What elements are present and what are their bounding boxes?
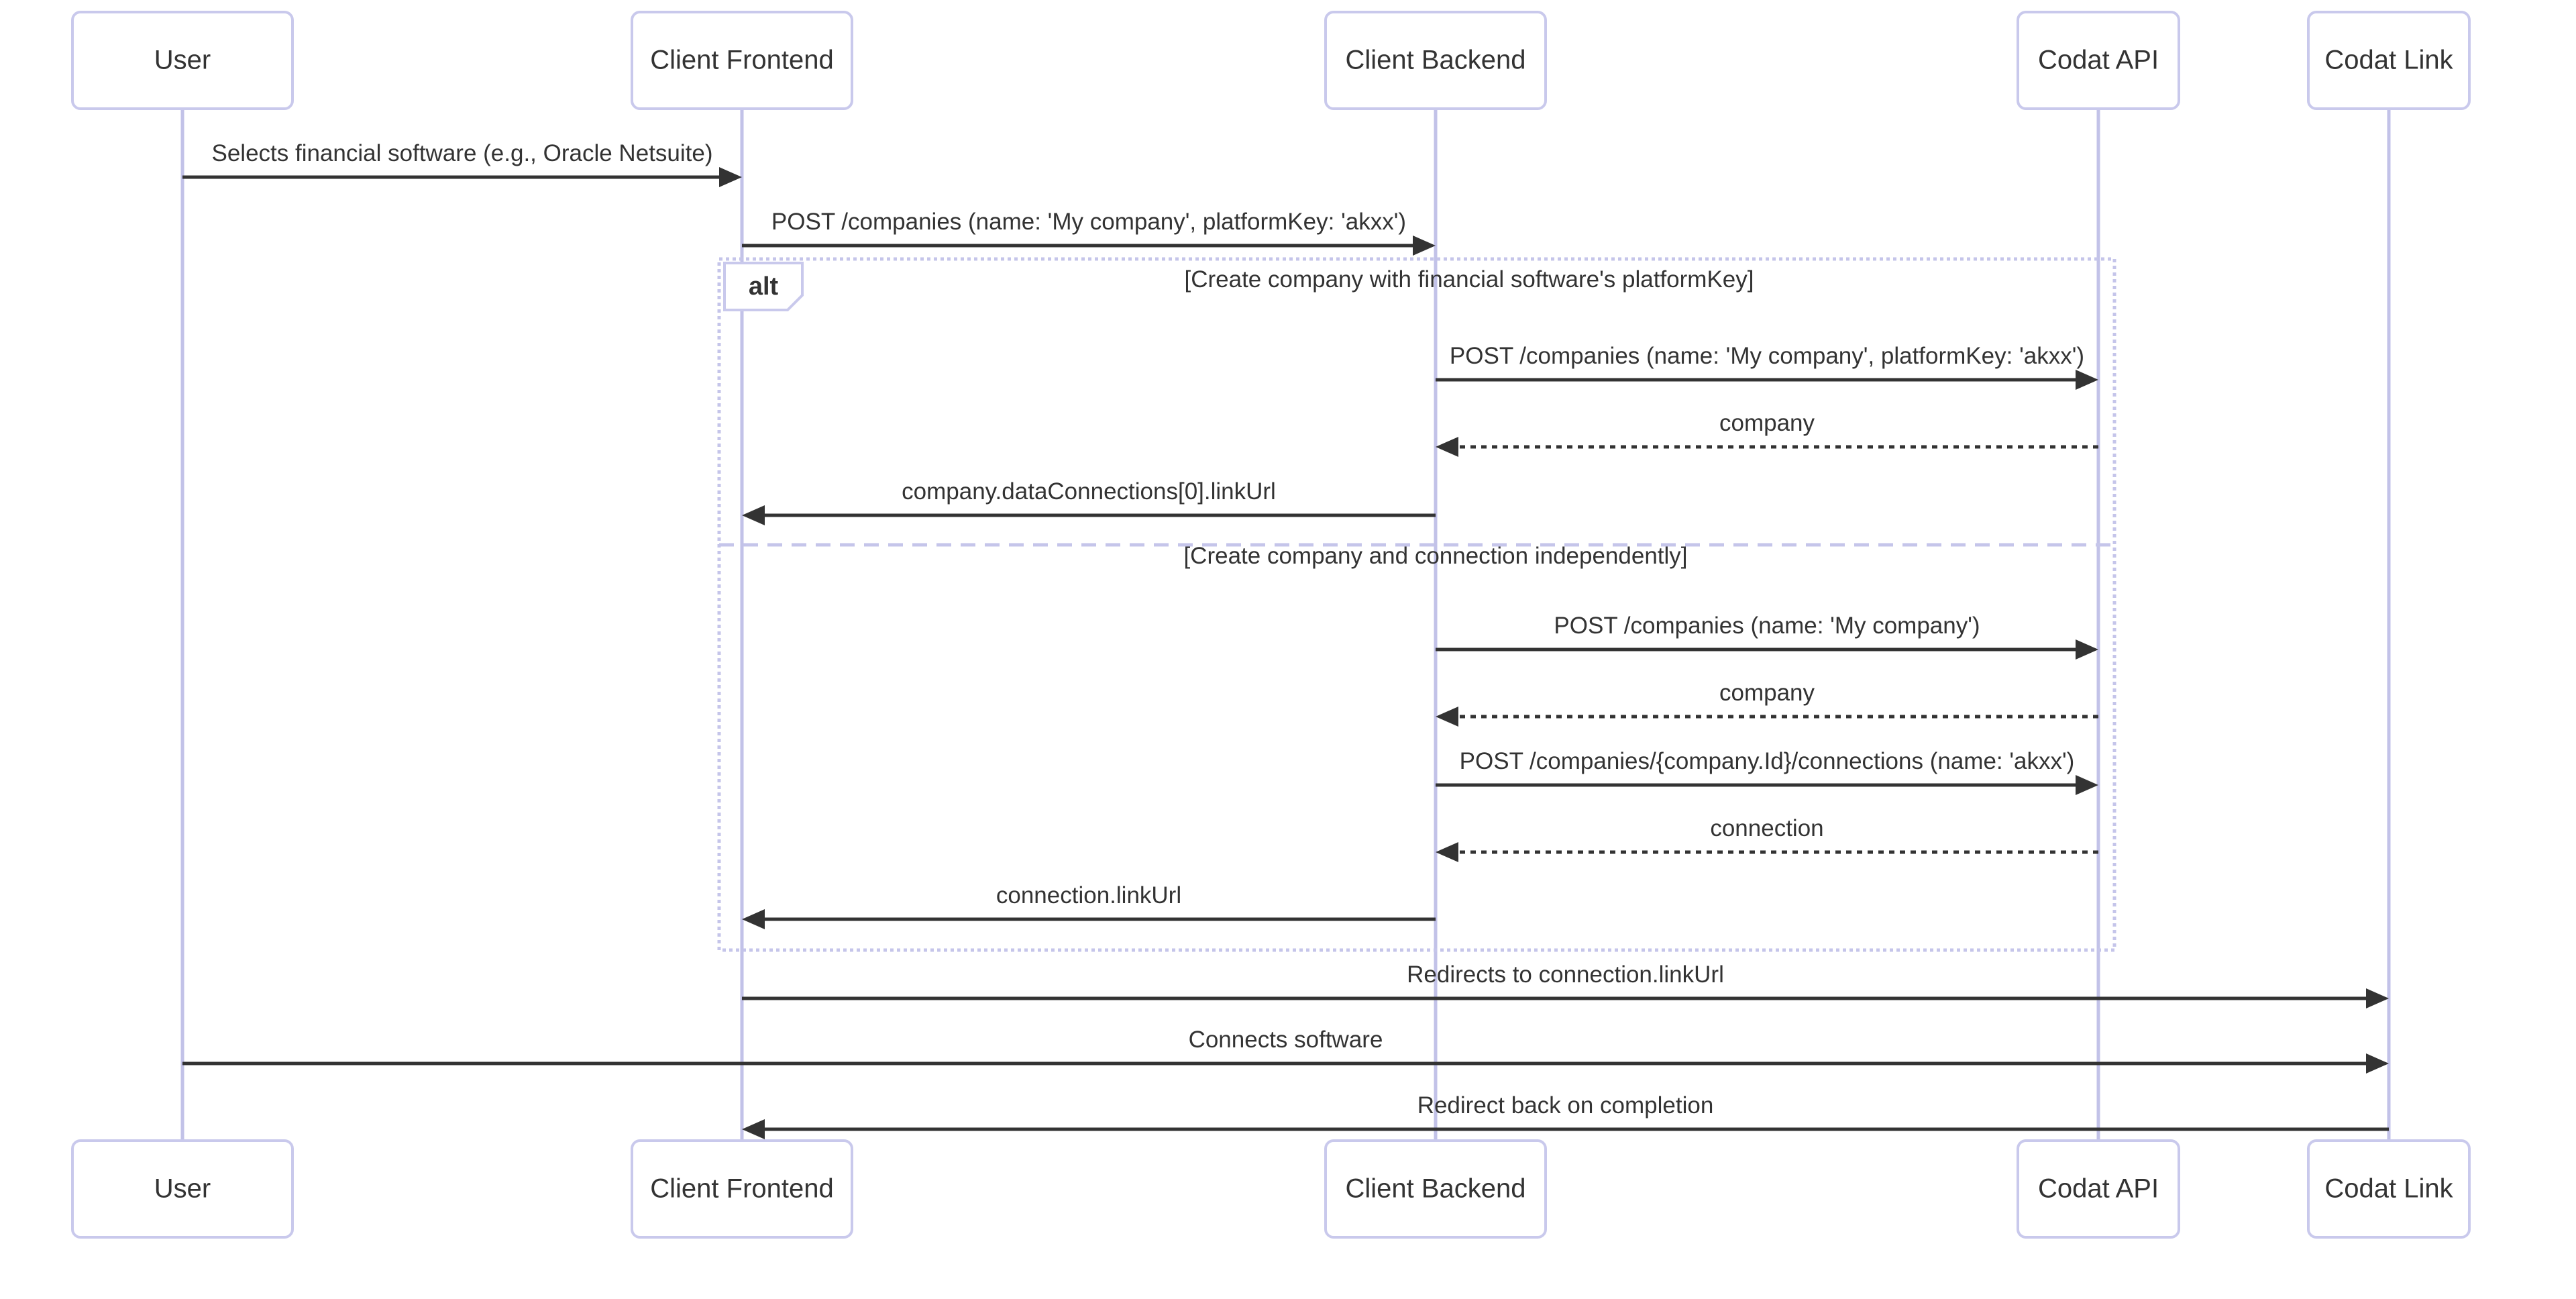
message-label: POST /companies (name: 'My company', pla… xyxy=(771,209,1406,235)
lifelines-group xyxy=(180,109,2391,1141)
messages-group: Selects financial software (e.g., Oracle… xyxy=(182,140,2389,1139)
message-m11: Redirects to connection.linkUrl xyxy=(742,962,2389,1008)
participant-box[interactable] xyxy=(2307,11,2471,110)
participant-box[interactable] xyxy=(1324,11,1547,110)
message-label: POST /companies (name: 'My company') xyxy=(1554,613,1980,639)
arrowhead xyxy=(2366,988,2389,1008)
participant-backend-top[interactable]: Client Backend xyxy=(1324,11,1547,110)
arrowhead xyxy=(2366,1053,2389,1074)
alt-tag-box xyxy=(723,262,804,311)
participant-box[interactable] xyxy=(2017,11,2180,110)
participant-label: Client Backend xyxy=(1345,46,1525,75)
participant-label: Client Backend xyxy=(1345,1174,1525,1204)
arrowhead xyxy=(742,1119,765,1139)
alt-tag-label: alt xyxy=(749,272,779,301)
participant-box[interactable] xyxy=(2307,1139,2471,1239)
message-label: connection.linkUrl xyxy=(996,882,1181,908)
message-m6: POST /companies (name: 'My company') xyxy=(1436,613,2098,660)
message-label: POST /companies/{company.Id}/connections… xyxy=(1460,748,2075,774)
arrowhead xyxy=(2076,775,2098,795)
participant-label: User xyxy=(154,1174,211,1204)
participant-label: Client Frontend xyxy=(650,46,833,75)
participant-label: Codat Link xyxy=(2324,1174,2453,1204)
participant-box[interactable] xyxy=(71,1139,294,1239)
actors-bottom-group: User Client Frontend Client Backend Codat A… xyxy=(71,1139,2471,1239)
arrowhead xyxy=(1436,842,1458,862)
message-m5: company.dataConnections[0].linkUrl xyxy=(742,478,1436,525)
participant-frontend-bottom[interactable]: Client Frontend xyxy=(631,1139,853,1239)
message-m8: POST /companies/{company.Id}/connections… xyxy=(1436,748,2098,795)
participant-link-bottom[interactable]: Codat Link xyxy=(2307,1139,2471,1239)
message-m13: Redirect back on completion xyxy=(742,1092,2389,1139)
message-label: Selects financial software (e.g., Oracle… xyxy=(212,140,713,166)
arrowhead xyxy=(2076,370,2098,390)
message-m7: company xyxy=(1436,680,2098,727)
message-m4: company xyxy=(1436,410,2098,457)
alt-condition-2: [Create company and connection independe… xyxy=(1183,543,1687,569)
message-m2: POST /companies (name: 'My company', pla… xyxy=(742,209,1436,256)
actors-top-group: User Client Frontend Client Backend Codat A… xyxy=(71,11,2471,110)
participant-backend-bottom[interactable]: Client Backend xyxy=(1324,1139,1547,1239)
participant-label: Codat API xyxy=(2038,1174,2159,1204)
message-label: company xyxy=(1719,680,1815,706)
arrowhead xyxy=(1436,707,1458,727)
message-m3: POST /companies (name: 'My company', pla… xyxy=(1436,343,2098,390)
participant-label: Codat Link xyxy=(2324,46,2453,75)
participant-user-bottom[interactable]: User xyxy=(71,1139,294,1239)
arrowhead xyxy=(2076,639,2098,660)
alt-block: alt [Create company with financial softwa… xyxy=(717,257,2116,952)
message-m9: connection xyxy=(1436,815,2098,862)
message-label: connection xyxy=(1710,815,1823,841)
participant-api-bottom[interactable]: Codat API xyxy=(2017,1139,2180,1239)
participant-box[interactable] xyxy=(1324,1139,1547,1239)
participant-box[interactable] xyxy=(2017,1139,2180,1239)
arrowhead xyxy=(719,167,742,187)
participant-user-top[interactable]: User xyxy=(71,11,294,110)
message-label: Connects software xyxy=(1189,1027,1383,1053)
arrowhead xyxy=(1436,437,1458,457)
arrowhead xyxy=(742,505,765,525)
alt-condition-1: [Create company with financial software'… xyxy=(1185,266,1754,293)
participant-label: Codat API xyxy=(2038,46,2159,75)
message-label: company xyxy=(1719,410,1815,436)
participant-link-top[interactable]: Codat Link xyxy=(2307,11,2471,110)
participant-label: Client Frontend xyxy=(650,1174,833,1204)
message-m12: Connects software xyxy=(182,1027,2389,1074)
participant-box[interactable] xyxy=(631,1139,853,1239)
message-label: POST /companies (name: 'My company', pla… xyxy=(1450,343,2084,369)
participant-label: User xyxy=(154,46,211,75)
participant-api-top[interactable]: Codat API xyxy=(2017,11,2180,110)
arrowhead xyxy=(742,909,765,929)
participant-box[interactable] xyxy=(631,11,853,110)
participant-box[interactable] xyxy=(71,11,294,110)
alt-block-frame xyxy=(717,257,2116,952)
message-label: company.dataConnections[0].linkUrl xyxy=(902,478,1276,505)
message-m1: Selects financial software (e.g., Oracle… xyxy=(182,140,742,187)
participant-frontend-top[interactable]: Client Frontend xyxy=(631,11,853,110)
message-label: Redirect back on completion xyxy=(1417,1092,1714,1119)
message-label: Redirects to connection.linkUrl xyxy=(1407,962,1724,988)
message-m10: connection.linkUrl xyxy=(742,882,1436,929)
arrowhead xyxy=(1413,236,1436,256)
